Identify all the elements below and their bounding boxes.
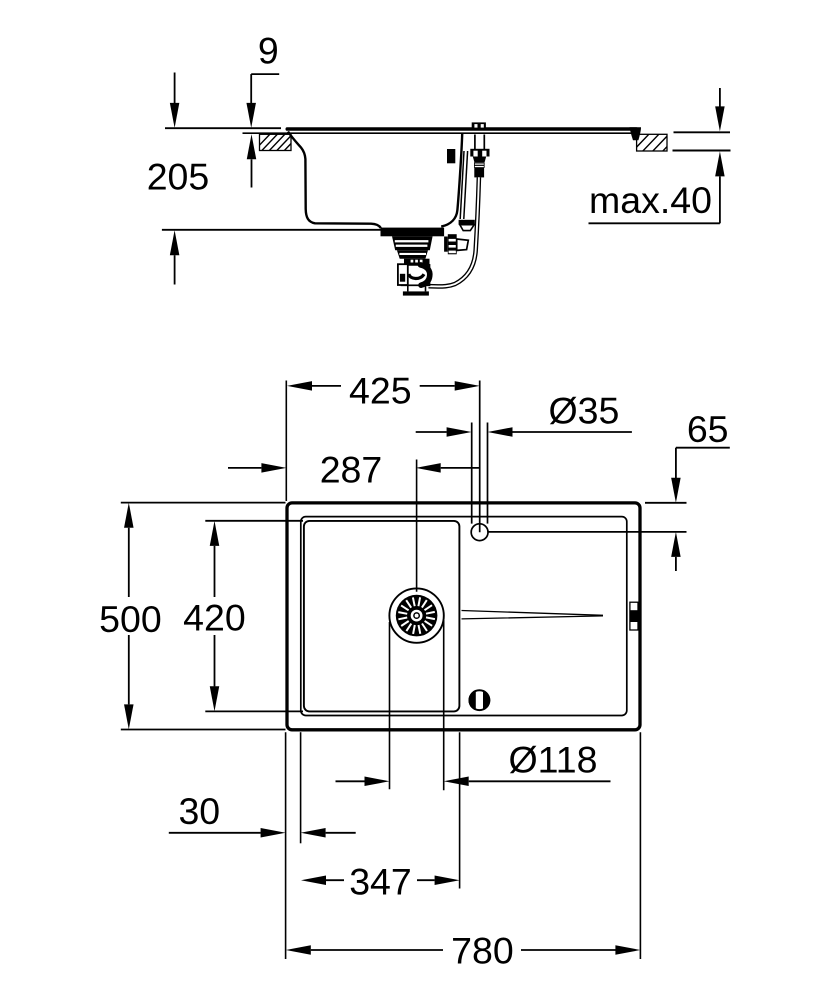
svg-text:205: 205 [147,156,210,198]
svg-text:Ø35: Ø35 [548,390,619,432]
svg-text:65: 65 [687,408,729,450]
svg-text:780: 780 [451,929,514,971]
svg-text:max.40: max.40 [589,179,712,221]
svg-text:30: 30 [178,790,220,832]
svg-text:420: 420 [183,597,246,639]
svg-text:Ø118: Ø118 [509,739,598,781]
svg-text:500: 500 [99,598,162,640]
svg-text:347: 347 [349,861,412,903]
svg-text:425: 425 [349,369,412,411]
svg-text:9: 9 [258,29,279,71]
svg-text:287: 287 [320,449,383,491]
